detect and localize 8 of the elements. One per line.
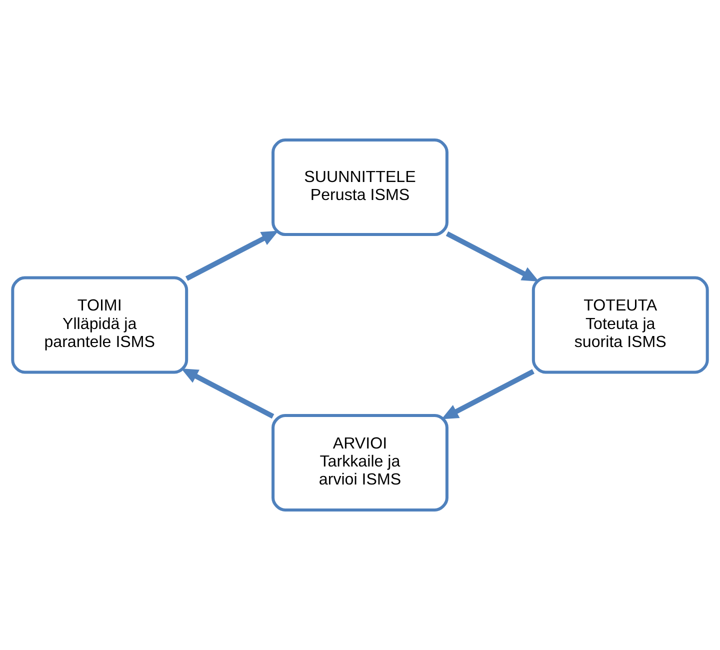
arrow bbox=[185, 230, 278, 281]
node-box: ARVIOI Tarkkaile ja arvioi ISMS bbox=[272, 414, 448, 512]
node-box: SUUNNITTELE Perusta ISMS bbox=[272, 138, 448, 236]
arrow bbox=[181, 368, 274, 419]
arrow bbox=[446, 231, 539, 282]
arrow bbox=[441, 369, 534, 420]
node-box: TOIMI Ylläpidä ja parantele ISMS bbox=[11, 276, 188, 374]
node-box: TOTEUTA Toteuta ja suorita ISMS bbox=[532, 276, 709, 374]
